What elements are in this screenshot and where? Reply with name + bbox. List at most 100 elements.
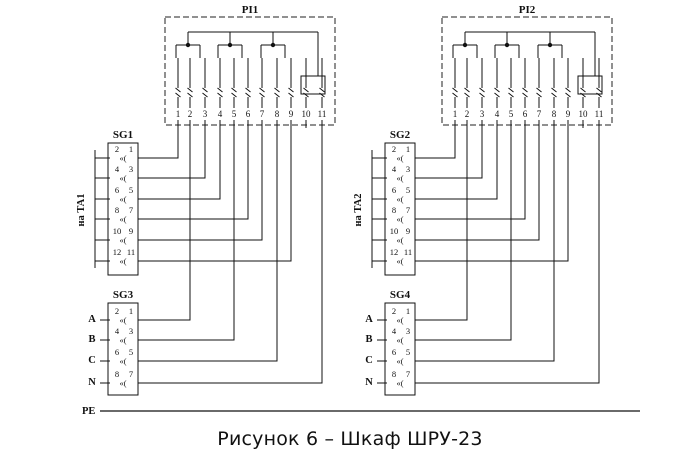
wire-lower-3: [415, 128, 555, 362]
pin-mark: [259, 92, 265, 98]
terminal-right-number: 5: [406, 185, 410, 195]
terminal-symbol: «(: [119, 335, 126, 345]
terminal-symbol: «(: [119, 356, 126, 366]
terminal-symbol: «(: [396, 235, 403, 245]
pin-mark: [494, 92, 500, 98]
terminal-symbol: «(: [119, 173, 126, 183]
terminal-right-number: 11: [127, 247, 135, 257]
pin-mark: [522, 92, 528, 98]
terminal-symbol: «(: [119, 214, 126, 224]
wire-upper-2: [150, 128, 206, 179]
terminal-left-number: 6: [115, 347, 119, 357]
phase-label: N: [88, 377, 96, 388]
junction-dot: [227, 42, 233, 48]
pin-mark: [464, 87, 470, 93]
pin-mark: [452, 92, 458, 98]
wire-upper-6: [150, 128, 292, 262]
pin-number: 6: [246, 109, 251, 119]
phase-label: C: [88, 355, 96, 366]
terminal-left-number: 2: [392, 306, 396, 316]
pin-3: 3: [202, 58, 208, 128]
terminal-left-number: 8: [115, 369, 119, 379]
terminal-left-number: 12: [113, 247, 122, 257]
block-frame: [107, 142, 139, 276]
pin-number: 3: [480, 109, 485, 119]
pin-number: 11: [595, 109, 604, 119]
terminal-left-number: 12: [390, 247, 399, 257]
terminal-right-number: 1: [129, 306, 133, 316]
contact-cross: [494, 32, 520, 58]
pin-11: 11: [318, 58, 326, 128]
pin-mark: [175, 87, 181, 93]
pin-mark: [494, 87, 500, 93]
terminal-symbol: «(: [119, 315, 126, 325]
pin-mark: [187, 92, 193, 98]
relay-title: PI1: [242, 4, 259, 16]
phase-label: B: [365, 334, 372, 345]
block-frame: [384, 302, 416, 396]
pin-number: 10: [302, 109, 312, 119]
pin-mark: [202, 87, 208, 93]
phase-label: B: [88, 334, 95, 345]
contact-cross: [452, 32, 478, 58]
terminal-left-number: 8: [115, 205, 119, 215]
pin-number: 7: [260, 109, 265, 119]
wire-lower-1: [138, 128, 191, 321]
terminal-right-number: 3: [406, 326, 410, 336]
pin-8: 8: [274, 58, 280, 128]
terminal-left-number: 2: [392, 144, 396, 154]
wire-upper-6: [427, 128, 569, 262]
terminal-right-number: 7: [129, 205, 133, 215]
terminal-symbol: «(: [396, 315, 403, 325]
wire-lower-2: [415, 128, 512, 341]
terminal-symbol: «(: [396, 173, 403, 183]
pin-mark: [479, 87, 485, 93]
side-label: на TA1: [76, 194, 87, 227]
terminal-symbol: «(: [119, 153, 126, 163]
pin-number: 7: [537, 109, 542, 119]
wire-lower-2: [138, 128, 235, 341]
pin-mark: [274, 92, 280, 98]
pin-mark: [536, 87, 542, 93]
terminal-symbol: «(: [396, 256, 403, 266]
pin-number: 4: [495, 109, 500, 119]
terminal-symbol: «(: [396, 194, 403, 204]
pin-4: 4: [494, 58, 500, 128]
pin-3: 3: [479, 58, 485, 128]
terminal-left-number: 6: [392, 347, 396, 357]
terminal-symbol: «(: [119, 194, 126, 204]
junction-dot: [462, 42, 468, 48]
pin-7: 7: [259, 58, 265, 128]
pin-mark: [464, 92, 470, 98]
pin-number: 9: [289, 109, 294, 119]
pin-mark: [217, 87, 223, 93]
pin-1: 1: [175, 58, 181, 128]
pin-mark: [479, 92, 485, 98]
pin-number: 3: [203, 109, 208, 119]
pin-10: 10: [579, 58, 588, 128]
pin-mark: [580, 87, 586, 93]
terminal-right-number: 1: [406, 144, 410, 154]
pin-mark: [565, 92, 571, 98]
wire-upper-1: [150, 128, 179, 159]
relay-housing: [441, 16, 613, 126]
pin-7: 7: [536, 58, 542, 128]
terminal-left-number: 4: [392, 326, 397, 336]
pin-6: 6: [522, 58, 528, 128]
pin-8: 8: [551, 58, 557, 128]
terminal-right-number: 7: [129, 369, 133, 379]
pin-number: 2: [188, 109, 193, 119]
pin-6: 6: [245, 58, 251, 128]
terminal-symbol: «(: [396, 378, 403, 388]
pin-mark: [217, 92, 223, 98]
pin-mark: [522, 87, 528, 93]
